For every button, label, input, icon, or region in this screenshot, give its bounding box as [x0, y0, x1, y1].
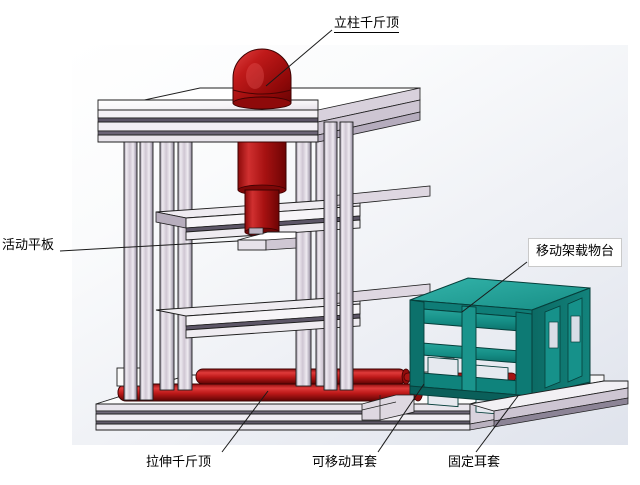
leader-movable-flat-plate	[59, 240, 239, 252]
leader-column-jack	[265, 29, 333, 87]
annotation-fixed-ear-sleeve: 固定耳套	[448, 455, 500, 471]
annotation-loading-platform-label: 移动架载物台	[536, 244, 615, 259]
movable-flat-plate	[237, 227, 297, 251]
leader-fixed-ear-sleeve	[475, 395, 519, 453]
annotation-movable-ear-sleeve-label: 可移动耳套	[312, 455, 378, 470]
leader-lines	[59, 29, 528, 453]
leader-loading-platform	[461, 261, 528, 313]
annotation-movable-flat-plate: 活动平板	[2, 238, 54, 254]
leader-tension-jack	[221, 390, 269, 453]
mid-beam-lower	[155, 283, 431, 339]
annotation-column-jack: 立柱千斤顶	[334, 16, 400, 33]
annotation-movable-ear-sleeve: 可移动耳套	[312, 455, 377, 471]
column-jack	[232, 48, 292, 237]
annotation-tension-jack-label: 拉伸千斤顶	[146, 455, 212, 470]
annotation-tension-jack: 拉伸千斤顶	[146, 455, 211, 471]
base-rail-extension	[469, 380, 629, 428]
annotation-fixed-ear-sleeve-label: 固定耳套	[448, 455, 501, 470]
base-bracket-detail	[361, 394, 415, 421]
frame-columns-front	[123, 121, 354, 401]
annotation-column-jack-label: 立柱千斤顶	[334, 16, 400, 33]
leader-movable-ear-sleeve	[377, 383, 425, 453]
annotation-movable-flat-plate-label: 活动平板	[2, 238, 55, 253]
annotation-loading-platform: 移动架载物台	[528, 238, 623, 267]
